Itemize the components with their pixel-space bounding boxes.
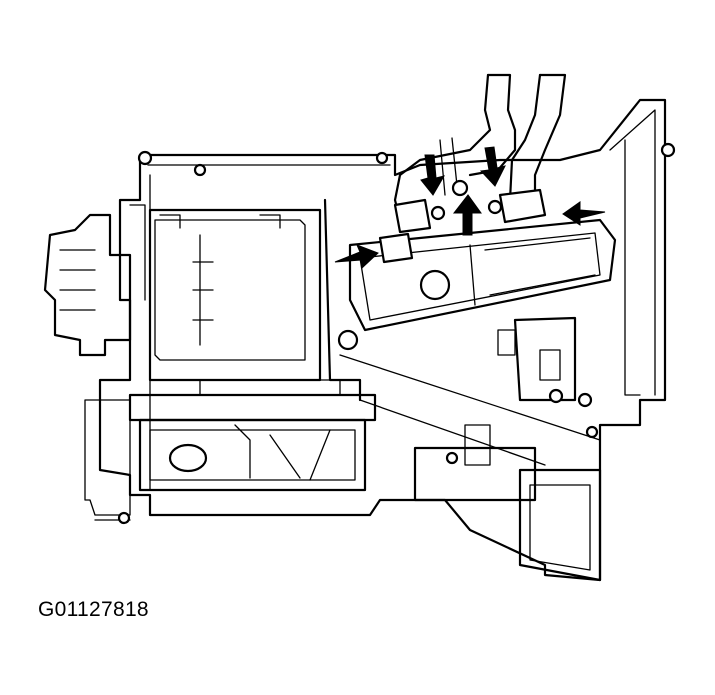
arrow-upper-left-pipe (420, 154, 446, 196)
indicator-arrows (334, 146, 606, 270)
left-side-component (43, 213, 132, 521)
arrow-left-clamp (334, 244, 379, 270)
mode-door-linkage (323, 198, 601, 466)
heater-core (348, 218, 617, 332)
evaporator-window (148, 208, 322, 382)
main-housing (98, 98, 667, 582)
housing-screws (117, 142, 676, 525)
lower-duct (128, 379, 377, 492)
arrow-upper-mid-pipe (479, 146, 506, 187)
figure-caption: G01127818 (38, 598, 149, 621)
pipe-clamps (378, 179, 547, 264)
arrow-right-clamp (562, 201, 606, 226)
right-lower-components (413, 316, 602, 582)
arrow-center-up (452, 194, 482, 236)
